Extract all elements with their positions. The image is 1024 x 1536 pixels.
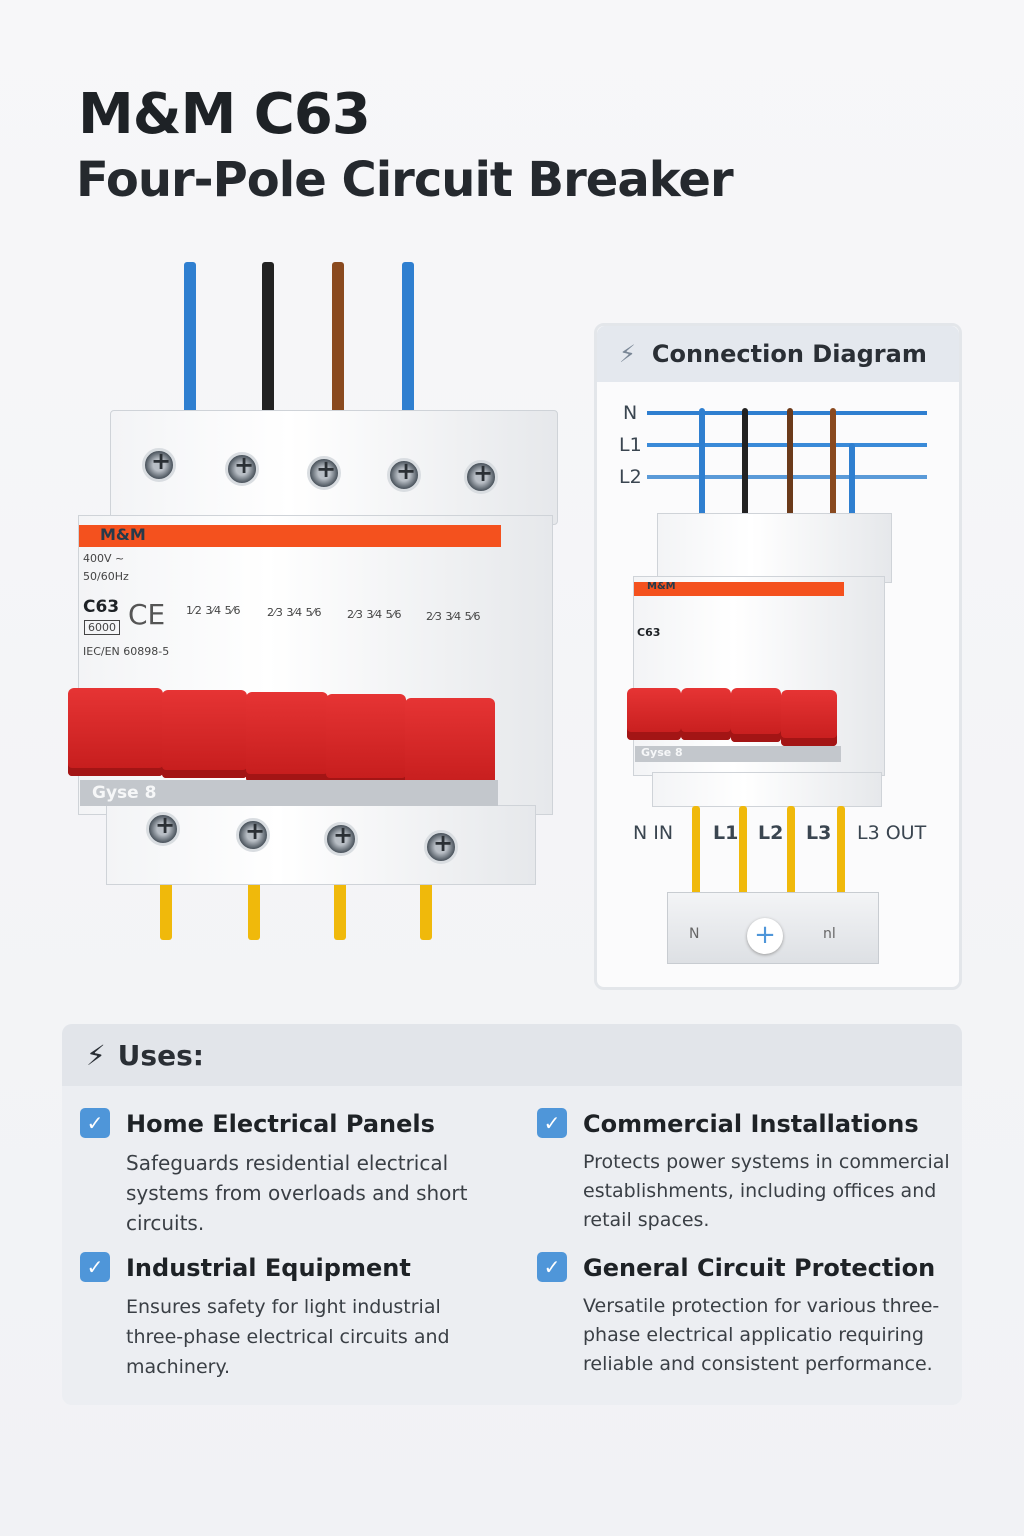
page-subtitle: Four-Pole Circuit Breaker <box>76 152 734 208</box>
wire-blue <box>402 262 414 432</box>
screw-icon <box>307 455 341 490</box>
wire-blue <box>849 443 855 518</box>
wire-yellow <box>692 806 700 921</box>
screw-icon <box>236 817 270 852</box>
lightning-icon: ⚡ <box>86 1038 106 1072</box>
output-label-l3: L3 <box>806 822 832 844</box>
screw-icon <box>142 447 176 482</box>
terminal-label-n: N <box>689 926 700 942</box>
connection-diagram-header: ⚡ Connection Diagram <box>597 326 959 382</box>
mini-breaker-bottom <box>652 772 882 807</box>
voltage-label: 400V ~ <box>83 552 125 565</box>
wire-brown <box>332 262 344 427</box>
mini-brand-logo: M&M <box>647 581 676 592</box>
lightning-icon: ⚡ <box>619 340 636 368</box>
wire-brown <box>787 408 793 518</box>
accent-stripe <box>79 525 501 547</box>
use-item-title: General Circuit Protection <box>583 1254 936 1282</box>
checkbox-checked-icon: ✓ <box>537 1108 567 1138</box>
mini-switch-toggle[interactable] <box>781 690 837 746</box>
wire-black <box>742 408 748 518</box>
use-item-desc: Ensures safety for light industrial thre… <box>126 1296 450 1378</box>
brand-logo: M&M <box>100 525 146 544</box>
frequency-label: 50/60Hz <box>83 570 129 583</box>
screw-icon <box>225 451 259 486</box>
output-label-n-in: N IN <box>633 822 674 844</box>
wire-blue <box>184 262 196 422</box>
wire-blue <box>699 408 705 518</box>
use-item-desc: Protects power systems in commercial est… <box>583 1151 950 1231</box>
switch-toggle[interactable] <box>326 694 406 786</box>
pole-label: 2⁄3 3⁄4 5⁄6 <box>347 608 402 621</box>
pole-label: 2⁄3 3⁄4 5⁄6 <box>267 606 322 619</box>
screw-icon <box>424 829 458 864</box>
rating-label: 6000 <box>84 620 120 635</box>
terminal-label-nl: nl <box>823 926 836 942</box>
screw-icon <box>324 821 358 856</box>
pole-label: 2⁄3 3⁄4 5⁄6 <box>426 610 481 623</box>
use-item-title: Commercial Installations <box>583 1110 919 1138</box>
mini-breaker-body <box>633 576 885 776</box>
checkbox-checked-icon: ✓ <box>80 1108 110 1138</box>
wire-yellow <box>837 806 845 921</box>
series-label: Gyse 8 <box>80 780 498 806</box>
mini-switch-toggle[interactable] <box>627 688 681 740</box>
switch-toggle[interactable] <box>162 690 247 778</box>
output-label-l1: L1 <box>713 822 739 844</box>
mini-model-label: C63 <box>637 626 661 639</box>
input-label-l2: L2 <box>619 466 642 488</box>
ce-mark: CE <box>128 598 166 631</box>
checkbox-checked-icon: ✓ <box>537 1252 567 1282</box>
use-item-title: Industrial Equipment <box>126 1254 411 1282</box>
uses-title: Uses: <box>117 1038 204 1072</box>
input-label-n: N <box>623 402 638 424</box>
output-label-l3-out: L3 OUT <box>857 822 927 844</box>
standard-label: IEC/EN 60898-5 <box>83 645 170 658</box>
wire-yellow <box>787 806 795 921</box>
pole-label: 1⁄2 3⁄4 5⁄6 <box>186 604 241 617</box>
use-item: ✓ General Circuit Protection Versatile p… <box>537 1252 957 1379</box>
use-item-desc: Safeguards residential electrical system… <box>126 1151 468 1235</box>
breaker-bottom <box>106 805 536 885</box>
switch-toggle[interactable] <box>68 688 163 776</box>
connection-diagram-title: Connection Diagram <box>651 340 927 368</box>
use-item: ✓ Industrial Equipment Ensures safety fo… <box>80 1252 500 1382</box>
use-item-title: Home Electrical Panels <box>126 1110 435 1138</box>
input-label-l1: L1 <box>619 434 642 456</box>
use-item: ✓ Home Electrical Panels Safeguards resi… <box>80 1108 500 1238</box>
output-label-l2: L2 <box>758 822 784 844</box>
use-item-desc: Versatile protection for various three-p… <box>583 1295 940 1375</box>
checkbox-checked-icon: ✓ <box>80 1252 110 1282</box>
page-title: M&M C63 <box>78 82 371 147</box>
uses-panel: ⚡ Uses: ✓ Home Electrical Panels Safegua… <box>62 1024 962 1405</box>
use-item: ✓ Commercial Installations Protects powe… <box>537 1108 957 1235</box>
model-label: C63 <box>83 597 120 617</box>
switch-toggle[interactable] <box>246 692 328 782</box>
wire-yellow <box>739 806 747 921</box>
accent-stripe <box>634 582 844 596</box>
wire-black <box>262 262 274 422</box>
mini-series-label: Gyse 8 <box>635 746 841 762</box>
connection-diagram-panel: ⚡ Connection Diagram N L1 L2 M&M C63 Gys… <box>594 323 962 990</box>
screw-icon <box>146 811 180 846</box>
wire-brown <box>830 408 836 518</box>
uses-header: ⚡ Uses: <box>62 1024 962 1086</box>
mini-switch-toggle[interactable] <box>681 688 731 740</box>
switch-toggle[interactable] <box>405 698 495 792</box>
mini-switch-toggle[interactable] <box>731 688 781 742</box>
terminal-plus-icon: + <box>747 918 783 954</box>
mini-breaker-body <box>657 513 892 583</box>
screw-icon <box>464 459 498 494</box>
screw-icon <box>387 457 421 492</box>
